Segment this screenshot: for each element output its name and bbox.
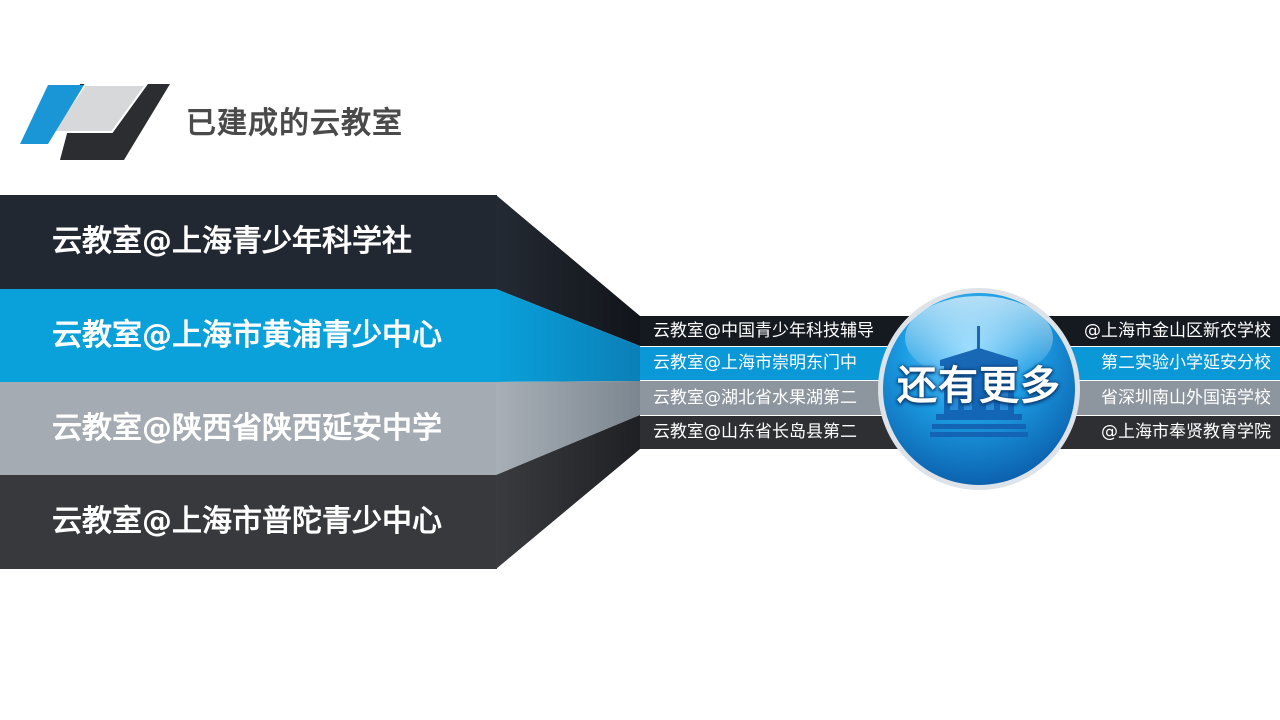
page-title: 已建成的云教室 — [186, 106, 403, 141]
logo-stripes-icon — [20, 84, 170, 160]
more-badge[interactable] — [874, 286, 1084, 492]
row-label-3: 云教室@陕西省陕西延安中学 — [52, 411, 442, 446]
strip-1-left: 云教室@中国青少年科技辅导 — [653, 321, 874, 341]
strip-2-left: 云教室@上海市崇明东门中 — [653, 353, 857, 373]
row-bar-1 — [0, 195, 497, 289]
connector-1 — [496, 195, 640, 346]
row-label-2: 云教室@上海市黄浦青少中心 — [52, 318, 442, 353]
strip-4-right: @上海市奉贤教育学院 — [1101, 422, 1271, 442]
more-label[interactable]: 还有更多 — [897, 363, 1061, 409]
connector-4 — [496, 415, 640, 569]
strip-3-right: 省深圳南山外国语学校 — [1101, 388, 1271, 408]
strip-2-right: 第二实验小学延安分校 — [1101, 353, 1271, 373]
row-bar-2 — [0, 289, 497, 382]
row-label-4: 云教室@上海市普陀青少中心 — [52, 504, 442, 539]
connector-3 — [496, 381, 640, 475]
strip-1-right: @上海市金山区新农学校 — [1084, 321, 1271, 341]
strip-4-left: 云教室@山东省长岛县第二 — [653, 422, 857, 442]
strip-3-left: 云教室@湖北省水果湖第二 — [653, 388, 857, 408]
row-bar-3 — [0, 382, 497, 475]
row-label-1: 云教室@上海青少年科学社 — [52, 224, 412, 259]
connector-2 — [496, 289, 640, 382]
row-bar-4 — [0, 475, 497, 569]
